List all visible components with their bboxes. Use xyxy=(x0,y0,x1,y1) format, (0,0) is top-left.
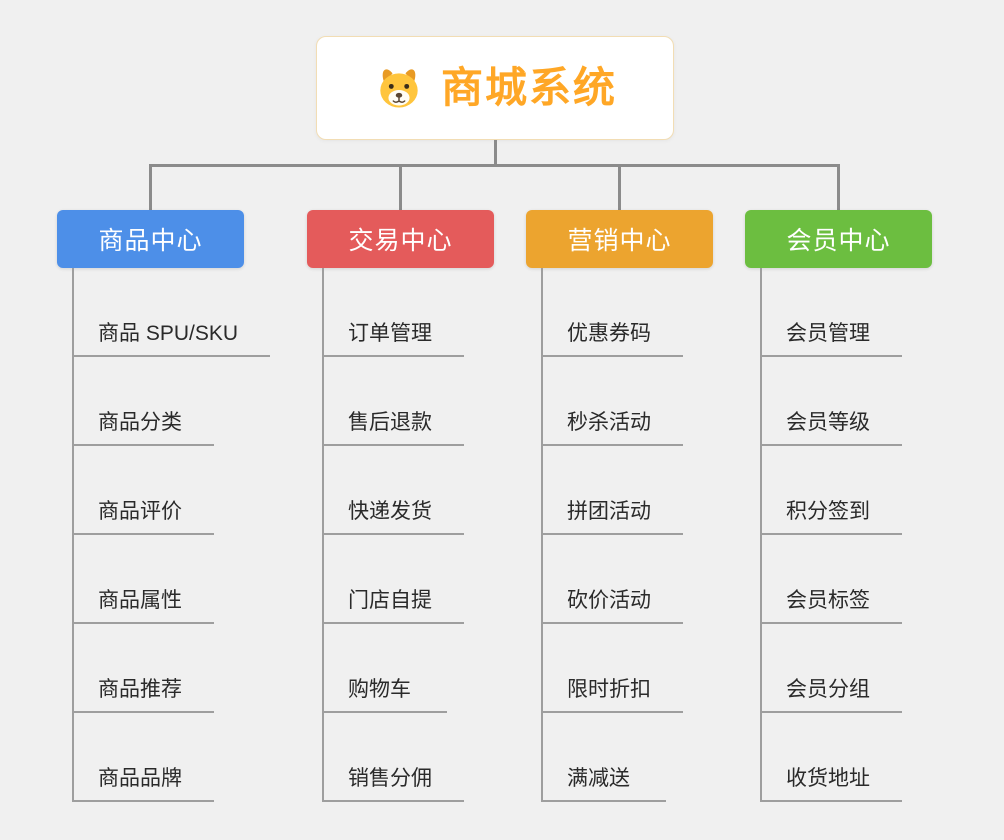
connector-drop-1 xyxy=(149,166,152,210)
root-node[interactable]: 商城系统 xyxy=(316,36,674,140)
child-node[interactable]: 秒杀活动 xyxy=(541,357,683,446)
branch-column-product: 商品中心 商品 SPU/SKU 商品分类 商品评价 商品属性 商品推荐 商品品牌 xyxy=(57,210,271,802)
child-node[interactable]: 商品属性 xyxy=(72,535,214,624)
branch-column-member: 会员中心 会员管理 会员等级 积分签到 会员标签 会员分组 收货地址 xyxy=(745,210,932,802)
root-title: 商城系统 xyxy=(440,64,617,111)
child-node[interactable]: 收货地址 xyxy=(760,713,902,802)
child-node[interactable]: 商品分类 xyxy=(72,357,214,446)
connector-drop-3 xyxy=(618,166,621,210)
child-node[interactable]: 会员分组 xyxy=(760,624,902,713)
connector-root-stem xyxy=(494,140,497,165)
child-node[interactable]: 门店自提 xyxy=(322,535,464,624)
child-node[interactable]: 会员标签 xyxy=(760,535,902,624)
child-node[interactable]: 商品评价 xyxy=(72,446,214,535)
child-node[interactable]: 会员管理 xyxy=(760,268,902,357)
connector-crossbar xyxy=(149,164,840,167)
branch-column-trade: 交易中心 订单管理 售后退款 快递发货 门店自提 购物车 销售分佣 xyxy=(307,210,494,802)
branch-node-member[interactable]: 会员中心 xyxy=(745,210,932,268)
dog-icon xyxy=(373,62,425,114)
child-node[interactable]: 拼团活动 xyxy=(541,446,683,535)
child-node[interactable]: 砍价活动 xyxy=(541,535,683,624)
branch-children-member: 会员管理 会员等级 积分签到 会员标签 会员分组 收货地址 xyxy=(760,268,932,802)
branch-children-marketing: 优惠券码 秒杀活动 拼团活动 砍价活动 限时折扣 满减送 xyxy=(541,268,713,802)
child-node[interactable]: 购物车 xyxy=(322,624,447,713)
child-node[interactable]: 满减送 xyxy=(541,713,666,802)
branch-children-product: 商品 SPU/SKU 商品分类 商品评价 商品属性 商品推荐 商品品牌 xyxy=(72,268,271,802)
child-node[interactable]: 订单管理 xyxy=(322,268,464,357)
child-node[interactable]: 会员等级 xyxy=(760,357,902,446)
branch-node-product[interactable]: 商品中心 xyxy=(57,210,244,268)
branch-children-trade: 订单管理 售后退款 快递发货 门店自提 购物车 销售分佣 xyxy=(322,268,494,802)
branch-node-marketing[interactable]: 营销中心 xyxy=(526,210,713,268)
connector-drop-4 xyxy=(837,166,840,210)
child-node[interactable]: 销售分佣 xyxy=(322,713,464,802)
child-node[interactable]: 积分签到 xyxy=(760,446,902,535)
child-node[interactable]: 售后退款 xyxy=(322,357,464,446)
branch-node-trade[interactable]: 交易中心 xyxy=(307,210,494,268)
child-node[interactable]: 商品 SPU/SKU xyxy=(72,268,271,357)
child-node[interactable]: 快递发货 xyxy=(322,446,464,535)
connector-drop-2 xyxy=(399,166,402,210)
child-node[interactable]: 优惠券码 xyxy=(541,268,683,357)
child-node[interactable]: 商品推荐 xyxy=(72,624,214,713)
branch-column-marketing: 营销中心 优惠券码 秒杀活动 拼团活动 砍价活动 限时折扣 满减送 xyxy=(526,210,713,802)
child-node[interactable]: 商品品牌 xyxy=(72,713,214,802)
child-node[interactable]: 限时折扣 xyxy=(541,624,683,713)
